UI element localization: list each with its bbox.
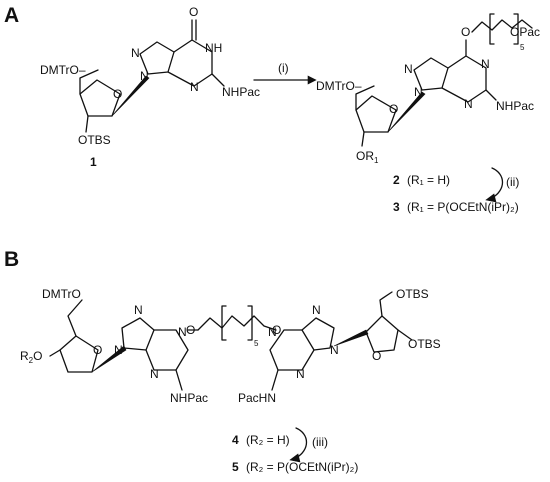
svg-text:N: N <box>296 367 305 381</box>
svg-text:N: N <box>404 62 413 76</box>
dmtro-label: DMTrO– <box>316 79 362 93</box>
svg-text:N: N <box>131 46 140 60</box>
or1-label: OR1 <box>356 149 379 165</box>
svg-text:N: N <box>330 343 339 357</box>
svg-text:N: N <box>268 325 277 339</box>
svg-text:N: N <box>140 69 149 83</box>
svg-text:5: 5 <box>254 339 259 348</box>
svg-text:N: N <box>134 303 143 317</box>
svg-text:N: N <box>178 325 187 339</box>
compound-2-number: 2 <box>393 173 400 187</box>
svg-text:NH: NH <box>205 41 222 55</box>
svg-text:N: N <box>114 343 123 357</box>
compound-4-number: 4 <box>232 433 239 447</box>
panel-b-label: B <box>4 248 19 271</box>
svg-text:N: N <box>481 57 490 71</box>
svg-text:O: O <box>461 25 470 39</box>
pachn-label: PacHN <box>238 391 276 405</box>
svg-text:N: N <box>150 367 159 381</box>
otbs-label: OTBS <box>78 133 111 147</box>
svg-text:O: O <box>113 87 122 101</box>
reagent-ii-label: (ii) <box>506 175 519 189</box>
compound-1-structure: O DMTrO– OTBS N N O NH N NHPac <box>40 5 260 147</box>
svg-text:O: O <box>272 323 281 337</box>
svg-text:N: N <box>464 97 473 111</box>
opac-label: OPac <box>510 25 540 39</box>
svg-text:N: N <box>190 80 199 94</box>
svg-text:O: O <box>93 343 102 357</box>
svg-text:O: O <box>189 5 198 19</box>
svg-text:N: N <box>414 85 423 99</box>
otbs-label: OTBS <box>396 287 429 301</box>
compound-4-desc: (R₂ = H) <box>246 433 290 447</box>
r2o-label: R2O <box>20 349 42 365</box>
svg-text:O: O <box>389 102 398 116</box>
compound-5-number: 5 <box>232 460 239 474</box>
dmtro-label: DMTrO <box>42 287 81 301</box>
compound-3-number: 3 <box>393 200 400 214</box>
dmtro-label: DMTrO– <box>40 63 86 77</box>
compound-4-structure: O DMTrO R2O N N N N NHPac O 5 O N N N N … <box>20 287 441 405</box>
svg-text:O: O <box>186 323 195 337</box>
svg-text:N: N <box>312 303 321 317</box>
otbs-label: OTBS <box>408 337 441 351</box>
reagent-iii-label: (iii) <box>312 435 328 449</box>
compound-2-structure: O DMTrO– OR1 N N N N O 5 OPac NHPac <box>316 13 540 165</box>
panel-a-label: A <box>4 4 19 27</box>
reaction-arrow-ii <box>491 167 504 199</box>
svg-text:5: 5 <box>520 43 525 52</box>
compound-2-desc: (R₁ = H) <box>407 173 450 187</box>
reagent-i-label: (i) <box>278 61 289 75</box>
nhpac-label: NHPac <box>496 99 534 113</box>
compound-3-desc: (R₁ = P(OCEtN(iPr)₂) <box>407 200 519 214</box>
compound-1-number: 1 <box>90 155 97 169</box>
compound-5-desc: (R₂ = P(OCEtN(iPr)₂) <box>246 460 358 474</box>
reaction-arrow-iii <box>295 427 308 459</box>
svg-text:O: O <box>372 349 381 363</box>
nhpac-label: NHPac <box>222 85 260 99</box>
nhpac-label: NHPac <box>170 391 208 405</box>
